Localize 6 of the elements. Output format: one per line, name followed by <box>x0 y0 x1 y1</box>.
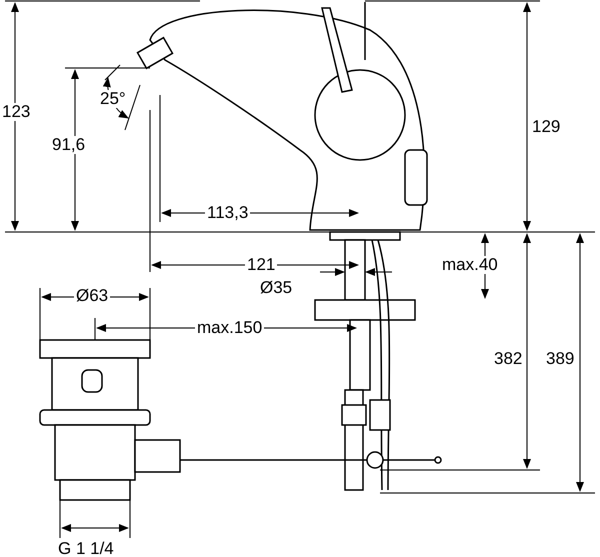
thread-label: G 1 1/4 <box>56 540 116 557</box>
dimension-label: 113,3 <box>205 204 250 222</box>
dimension-label: 91,6 <box>50 136 88 154</box>
dimension-label: 123 <box>0 103 32 121</box>
dimension-label: max.40 <box>440 256 500 274</box>
angle-label: 25° <box>98 90 128 108</box>
